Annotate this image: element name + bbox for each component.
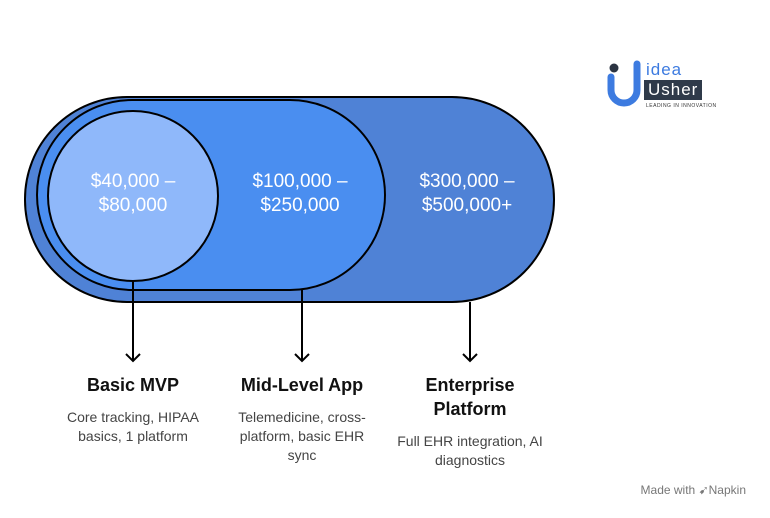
price-line: $40,000 – (90, 171, 176, 192)
logo-u-icon (607, 60, 641, 107)
idea-usher-logo: idea Usher LEADING IN INNOVATION (606, 60, 746, 110)
logo-idea: idea (646, 60, 683, 79)
mid-description: Telemedicine, cross-platform, basic EHR … (238, 409, 366, 463)
enterprise-description: Full EHR integration, AI diagnostics (397, 433, 543, 468)
logo-usher: Usher (644, 80, 703, 100)
price-line: $100,000 – (252, 171, 348, 192)
mid-title: Mid-Level App (240, 375, 364, 395)
basic-price: $40,000 – $80,000 (60, 170, 206, 218)
arrowhead-basic-icon (125, 353, 141, 363)
enterprise-price: $300,000 – $500,000+ (392, 170, 542, 218)
napkin-brand: Napkin (708, 483, 746, 497)
made-with-label: Made with (640, 483, 696, 497)
made-with-napkin: Made with ➹Napkin (641, 483, 746, 497)
basic-title: Basic MVP (86, 375, 180, 395)
price-line: $80,000 (98, 195, 168, 216)
price-line: $300,000 – (419, 171, 515, 192)
arrowhead-enterprise-icon (462, 353, 478, 363)
mid-price: $100,000 – $250,000 (225, 170, 375, 218)
enterprise-title: Enterprise Platform (425, 375, 515, 419)
basic-description: Core tracking, HIPAA basics, 1 platform (66, 409, 199, 444)
price-line: $500,000+ (421, 195, 513, 216)
price-line: $250,000 (260, 195, 340, 216)
logo-tagline: LEADING IN INNOVATION (646, 103, 717, 109)
arrowhead-mid-icon (294, 353, 310, 363)
napkin-icon: ➹ (698, 483, 709, 497)
